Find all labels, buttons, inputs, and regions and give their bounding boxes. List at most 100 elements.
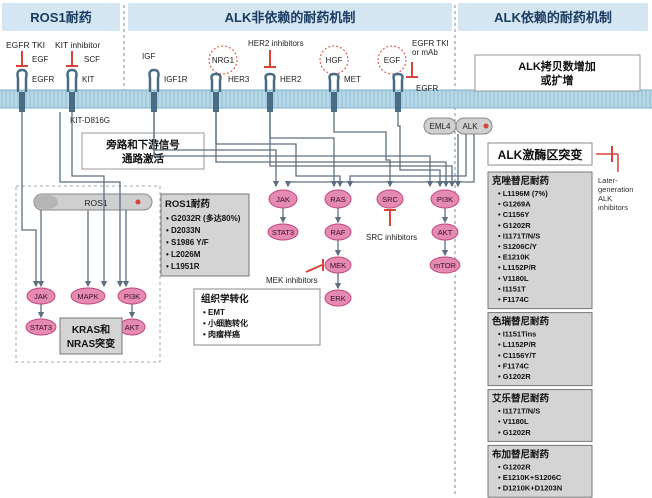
label-scf: SCF: [84, 55, 100, 64]
drug-box-item: • G1269A: [498, 200, 531, 209]
cell-membrane: [0, 90, 652, 108]
drug-box-title: 克唑替尼耐药: [492, 175, 550, 187]
histology-item: • 肉瘤样癌: [203, 329, 240, 339]
drug-box-item: • F1174C: [498, 361, 530, 370]
node-mtor: mTOR: [429, 256, 461, 274]
drug-box-item: • I1171T/N/S: [498, 231, 540, 240]
svg-text:AKT: AKT: [125, 323, 140, 332]
drug-box-item: • D1210K+D1203N: [498, 484, 562, 493]
drug-box-3: [487, 444, 593, 498]
drug-box-title: 艾乐替尼耐药: [492, 393, 550, 405]
label-hgf: HGF: [326, 56, 343, 65]
label-egfr-tki: EGFR TKI: [6, 40, 45, 50]
label-met: MET: [344, 75, 361, 84]
drug-box-item: • L1152P/R: [498, 263, 537, 272]
label-kit: KIT: [82, 75, 95, 84]
node-pi3k: PI3K: [430, 189, 460, 209]
alk-copy-number-box: [474, 54, 641, 92]
receptor-egfr-right: [392, 72, 404, 112]
histology-item: • EMT: [203, 308, 225, 317]
drug-box-item: • C1156Y: [498, 210, 529, 219]
drug-box-title: 色瑞替尼耐药: [492, 316, 550, 328]
header-ros1-bg: [2, 3, 120, 31]
label-egfr-tki-mab: or mAb: [412, 48, 438, 57]
label-alk-copy-number: 或扩增: [541, 73, 574, 87]
label-mek-inhibitors: MEK inhibitors: [266, 276, 318, 285]
label-kras: NRAS突变: [67, 337, 115, 350]
ros1-node-akt: AKT: [118, 318, 146, 336]
ros1-region: [15, 185, 161, 363]
label-alk-kinase-mutation: ALK激酶区突变: [498, 147, 583, 162]
svg-text:JAK: JAK: [276, 195, 290, 204]
label-later-gen: ALK: [598, 194, 612, 203]
histology-box: [193, 288, 321, 346]
label-later-gen: generation: [598, 185, 633, 194]
egf-halo: [377, 45, 407, 75]
receptor-met: [328, 72, 340, 112]
drug-box-item: • E1210K: [498, 253, 530, 262]
drug-box-item: • L1152P/R: [498, 340, 537, 349]
histology-title: 组织学转化: [201, 293, 249, 305]
label-nrg1: NRG1: [212, 56, 235, 65]
label-kit-inhibitor: KIT inhibitor: [55, 40, 100, 50]
svg-text:STAT3: STAT3: [272, 228, 294, 237]
label-egf-right: EGF: [384, 56, 401, 65]
node-mek: MEK: [324, 256, 352, 274]
bypass-box: [81, 132, 205, 170]
kras-box: [59, 317, 123, 355]
label-egfr-right: EGFR: [416, 84, 438, 93]
label-alk: ALK: [462, 122, 478, 131]
ros1-item: • D2033N: [166, 226, 201, 235]
label-her2-inhibitors: HER2 inhibitors: [248, 39, 304, 48]
receptor-her3: [210, 72, 222, 112]
ros1-item: • L2026M: [166, 250, 201, 259]
drug-box-item: • S1206C/Y: [498, 242, 537, 251]
header-alk-dependent-bg: [458, 3, 648, 31]
svg-text:PI3K: PI3K: [124, 292, 140, 301]
label-egfr: EGFR: [32, 75, 54, 84]
label-igf1r: IGF1R: [164, 75, 188, 84]
ros1-item: • G2032R (多达80%): [166, 213, 241, 223]
ros1-node-mapk: MAPK: [70, 287, 106, 305]
ros1-node-stat3: STAT3: [25, 318, 57, 336]
svg-text:AKT: AKT: [438, 228, 453, 237]
svg-text:RAS: RAS: [330, 195, 345, 204]
label-egf: EGF: [32, 55, 49, 64]
node-ras: RAS: [324, 189, 352, 209]
label-her2: HER2: [280, 75, 302, 84]
svg-text:ERK: ERK: [330, 294, 345, 303]
label-bypass: 旁路和下游信号: [105, 138, 180, 151]
nrg1-halo: [208, 45, 238, 75]
drug-box-0: [487, 171, 593, 310]
inhibitor-mek: [305, 264, 323, 273]
ros1-resistance-title: ROS1耐药: [165, 198, 210, 210]
drug-box-item: • V1180L: [498, 274, 529, 283]
drug-box-item: • I1151Tins: [498, 330, 536, 339]
node-stat3: STAT3: [267, 223, 299, 241]
label-kras: KRAS和: [72, 323, 110, 336]
receptor-igf1r: [148, 68, 160, 112]
signal-bundle: [153, 112, 475, 188]
drug-box-item: • C1156Y/T: [498, 351, 536, 360]
svg-text:STAT3: STAT3: [30, 323, 52, 332]
label-her3: HER3: [228, 75, 250, 84]
header-alk-independent-bg: [128, 3, 452, 31]
drug-box-item: • G1202R: [498, 372, 531, 381]
label-kit-d816g: KIT-D816G: [70, 116, 110, 125]
label-eml4: EML4: [430, 122, 451, 131]
ros1-resistance-box: [160, 193, 250, 277]
label-bypass: 通路激活: [122, 152, 164, 165]
drug-box-item: • E1210K+S1206C: [498, 473, 562, 482]
node-raf: RAF: [324, 223, 352, 241]
drug-box-2: [487, 389, 593, 442]
svg-text:mTOR: mTOR: [434, 261, 457, 270]
drug-box-item: • L1196M (7%): [498, 189, 548, 198]
header-alk-dependent: ALK依赖的耐药机制: [494, 10, 612, 25]
svg-text:MEK: MEK: [330, 261, 346, 270]
drug-box-title: 布加替尼耐药: [491, 448, 550, 460]
drug-box-item: • I1171T/N/S: [498, 407, 540, 416]
receptor-kit: [66, 68, 78, 112]
header-ros1: ROS1耐药: [30, 10, 91, 25]
